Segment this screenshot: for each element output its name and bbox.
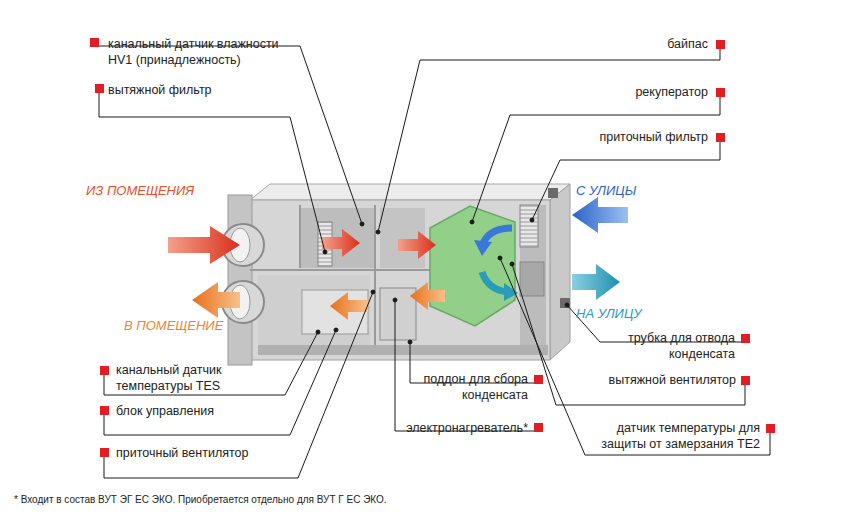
callout-label: поддон для сбора конденсата (400, 371, 528, 404)
callout-label: вытяжной фильтр (108, 82, 268, 98)
leader-dot (408, 340, 412, 344)
airflow-arrow (474, 240, 492, 256)
callout-marker (100, 366, 109, 375)
partition (374, 205, 376, 355)
leader-line (500, 258, 770, 455)
airflow-arrow (572, 264, 620, 300)
leader-dot (510, 262, 514, 266)
exhaust-fan (520, 262, 544, 296)
airflow-arrows (168, 197, 628, 320)
callout-label: электронагреватель* (370, 420, 528, 436)
partition (299, 205, 301, 268)
condensate-tray (258, 345, 548, 355)
callout-label: датчик температуры для защиты от замерза… (570, 420, 760, 453)
airflow-arrow (398, 231, 436, 259)
callout-label: трубка для отвода конденсата (585, 330, 735, 363)
callout-marker (716, 40, 725, 49)
leader-dot (530, 218, 534, 222)
end-cap (228, 195, 252, 365)
callout-marker (534, 375, 543, 384)
airflow-arrow (168, 226, 240, 264)
flow-label: ИЗ ПОМЕЩЕНИЯ (86, 183, 226, 200)
leader-dot (376, 230, 380, 234)
leader-dot (360, 222, 364, 226)
callout-label: байпас (560, 36, 708, 52)
leader-dot (393, 298, 397, 302)
leader-dot (470, 220, 474, 224)
callout-label: рекуператор (560, 84, 708, 100)
top-panel (250, 184, 570, 200)
leader-line (104, 292, 373, 478)
leader-line (395, 300, 538, 431)
leader-line (99, 92, 325, 252)
callout-label: канальный датчик влажности HV1 (принадле… (108, 36, 298, 69)
callout-label: приточный вентилятор (116, 445, 296, 461)
exhaust-chamber (300, 208, 375, 268)
callout-marker (741, 376, 750, 385)
front-panel (250, 200, 550, 360)
flow-label: НА УЛИЦУ (576, 306, 686, 323)
leader-dot (498, 256, 502, 260)
leader-line (472, 96, 720, 222)
leader-line (378, 48, 720, 232)
callout-marker (100, 406, 109, 415)
leader-line (104, 332, 318, 395)
recuperator (430, 206, 515, 326)
airflow-arrow (330, 292, 368, 320)
flow-label: В ПОМЕЩЕНИЕ (124, 318, 254, 335)
leader-dot (371, 290, 375, 294)
callout-label: приточный фильтр (540, 129, 708, 145)
leader-line (104, 330, 336, 435)
leader-dot (334, 328, 338, 332)
callout-marker (716, 88, 725, 97)
airflow-arrow (504, 283, 518, 301)
callout-markers (90, 38, 775, 457)
leader-dot (316, 330, 320, 334)
callout-label: канальный датчик температуры TES (116, 362, 276, 395)
duct-port (548, 188, 558, 198)
callout-label: блок управления (116, 403, 286, 419)
callout-marker (95, 84, 104, 93)
callout-marker (741, 334, 750, 343)
supply-filter (520, 205, 538, 247)
control-block (302, 290, 368, 334)
callout-marker (90, 38, 99, 47)
callout-label: вытяжной вентилятор (556, 372, 736, 388)
airflow-arrow (322, 229, 360, 257)
airflow-arrow (410, 282, 445, 310)
leader-line (532, 141, 720, 220)
leader-lines (98, 46, 770, 478)
duct-port (560, 298, 570, 308)
callout-marker (100, 448, 109, 457)
flow-label: С УЛИЦЫ (576, 183, 676, 200)
callout-marker (534, 423, 543, 432)
side-panel (550, 184, 570, 360)
callout-marker (766, 424, 775, 433)
unit-body (222, 184, 570, 365)
leader-dot (323, 250, 327, 254)
partition (250, 269, 430, 271)
airflow-arrow (192, 282, 240, 318)
leader-dot (565, 303, 569, 307)
airflow-arrow (572, 197, 628, 233)
callout-marker (716, 133, 725, 142)
leader-line (512, 264, 745, 405)
footnote: * Входит в состав ВУТ ЭГ ЕС ЭКО. Приобре… (14, 493, 654, 506)
